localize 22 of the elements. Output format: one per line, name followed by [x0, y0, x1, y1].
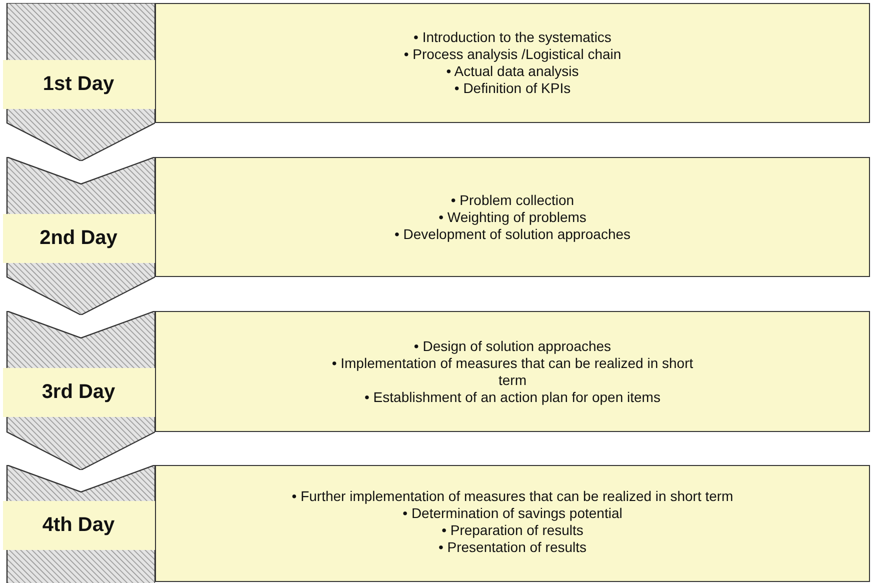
day-label: 2nd Day	[40, 227, 118, 250]
day-label: 3rd Day	[42, 381, 116, 404]
bullet-item: • Determination of savings potential	[402, 505, 624, 522]
day-label: 4th Day	[42, 514, 115, 537]
topic-panel	[155, 3, 870, 123]
topic-panel	[155, 465, 870, 582]
bullet-item: • Weighting of problems	[438, 208, 588, 226]
bullet-item: • Development of solution approaches	[394, 226, 631, 242]
topic-panel	[155, 311, 870, 432]
topic-panel	[155, 157, 870, 277]
bullet-item: • Process analysis /Logistical chain	[404, 46, 622, 63]
bullet-item: • Design of solution approaches	[412, 338, 612, 354]
bullet-item: • Presentation of results	[437, 539, 588, 556]
bullet-item: • Problem collection	[450, 192, 576, 208]
bullet-item: • Introduction to the systematics	[412, 29, 612, 46]
bullet-item: • Implementation of measures that can be realized in short term	[330, 354, 694, 388]
bullet-item: • Further implementation of measures that can be realized in short term	[292, 488, 734, 505]
bullet-item: • Preparation of results	[440, 522, 584, 539]
bullet-item: • Actual data analysis	[445, 63, 580, 80]
day-label: 1st Day	[42, 73, 114, 96]
bullet-item: • Establishment of an action plan for open items	[364, 388, 662, 406]
bullet-item: • Definition of KPIs	[453, 80, 572, 97]
